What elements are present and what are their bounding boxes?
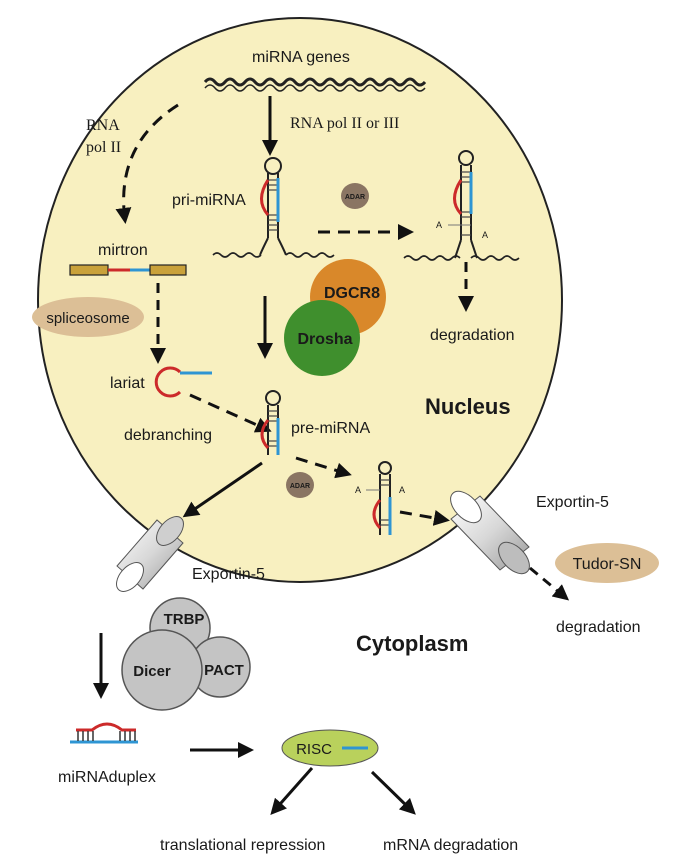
exportin5-right (450, 490, 530, 575)
pre-mirna-hairpin (260, 390, 281, 455)
mirtron-transcript (69, 264, 187, 276)
exportin5-left-label: Exportin-5 (192, 566, 265, 583)
arrow-translational-repression (270, 767, 314, 815)
drosha-protein (284, 300, 360, 376)
mirna-duplex-label: miRNAduplex (58, 769, 156, 786)
arrow-editing-pre (295, 456, 352, 479)
drosha-label: Drosha (297, 331, 352, 348)
arrow-debranching (189, 393, 272, 433)
edit-marker-a1: A (436, 220, 442, 230)
dicer-protein (121, 629, 203, 711)
nucleus-label: Nucleus (425, 394, 511, 419)
mirtron-label: mirtron (98, 242, 148, 259)
risc-complex (281, 729, 379, 767)
risc-label: RISC (296, 741, 332, 758)
adar-enzyme-top (341, 183, 369, 209)
mrna-degradation-label: mRNA degradation (383, 837, 518, 854)
trbp-label: TRBP (164, 611, 205, 628)
mirna-genes-label: miRNA genes (252, 49, 350, 66)
arrow-export-right (399, 510, 450, 526)
edit-marker-a3: A (355, 485, 361, 495)
edited-pre-mirna (366, 461, 392, 535)
exportin5-right-label: Exportin-5 (536, 494, 609, 511)
exportin5-left (116, 516, 184, 592)
arrow-mrna-degradation (370, 770, 416, 815)
mirna-gene-dna (203, 77, 427, 87)
arrow-cyto-degradation (529, 566, 570, 601)
adar-label-top: ADAR (345, 194, 365, 201)
edited-pri-mirna (403, 150, 520, 261)
spliceosome (32, 297, 144, 337)
mirna-duplex (70, 722, 138, 744)
pre-mirna-label: pre-miRNA (291, 420, 370, 437)
edit-marker-a4: A (399, 485, 405, 495)
degradation-cytoplasm-label: degradation (556, 619, 641, 636)
lariat-label: lariat (110, 375, 145, 392)
tudor-sn-label: Tudor-SN (573, 556, 642, 573)
edit-marker-a2: A (482, 230, 488, 240)
dgcr8-label: DGCR8 (324, 285, 380, 302)
adar-enzyme-bottom (286, 472, 314, 498)
arrow-mirtron-transcription (115, 103, 179, 224)
nucleus-membrane (37, 17, 563, 583)
rna-pol-label: RNA pol II or III (290, 115, 399, 132)
rna-label: RNA (86, 117, 120, 134)
debranching-label: debranching (124, 427, 212, 444)
pri-mirna-label: pri-miRNA (172, 192, 246, 209)
adar-label-bottom: ADAR (290, 483, 310, 490)
pri-mirna-hairpin (212, 157, 335, 258)
spliceosome-label: spliceosome (46, 310, 129, 327)
arrow-export-left (182, 461, 263, 518)
lariat-structure (154, 366, 212, 398)
tudor-sn (555, 543, 659, 583)
cytoplasm-label: Cytoplasm (356, 631, 468, 656)
dicer-label: Dicer (133, 663, 171, 680)
translational-repression-label: translational repression (160, 837, 325, 854)
pact-label: PACT (204, 662, 244, 679)
pol-ii-label: pol II (86, 139, 121, 156)
degradation-nucleus-label: degradation (430, 327, 515, 344)
